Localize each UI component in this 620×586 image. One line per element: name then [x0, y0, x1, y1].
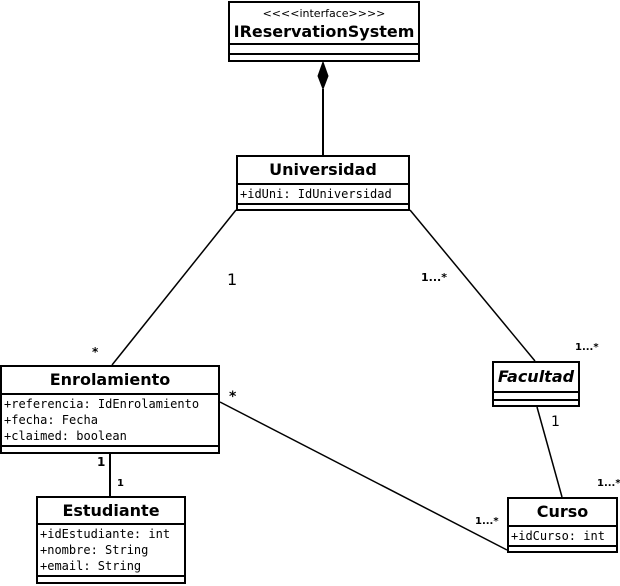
class-name: Curso [536, 502, 589, 521]
class-name: IReservationSystem [233, 22, 415, 41]
operations-compartment [38, 575, 184, 583]
class-curso[interactable]: Curso +idCurso: int [507, 497, 618, 553]
multiplicity-enrolamiento-estudiante-est: 1 [117, 478, 124, 489]
attributes-compartment [494, 391, 578, 399]
multiplicity-facultad-curso-cur: 1...* [597, 478, 620, 489]
class-universidad[interactable]: Universidad +idUni: IdUniversidad [236, 155, 410, 211]
multiplicity-universidad-facultad-uni: 1...* [421, 271, 447, 284]
class-name: Universidad [269, 160, 377, 179]
operations-compartment [2, 445, 218, 453]
interface-stereotype: <<<<interface>>>> [262, 7, 386, 20]
operations-compartment [494, 399, 578, 406]
attributes-compartment: +idEstudiante: int +nombre: String +emai… [38, 523, 184, 575]
attribute: +idUni: IdUniversidad [240, 187, 392, 201]
operations-compartment [238, 203, 408, 211]
multiplicity-universidad-facultad-fac: 1...* [575, 342, 599, 353]
class-estudiante[interactable]: Estudiante +idEstudiante: int +nombre: S… [36, 496, 186, 584]
attribute: +claimed: boolean [4, 429, 127, 443]
association-enrolamiento-curso [219, 401, 508, 551]
class-name: Facultad [497, 367, 575, 386]
class-name: Estudiante [62, 501, 160, 520]
operations-compartment [509, 545, 616, 553]
multiplicity-facultad-curso-fac: 1 [551, 414, 560, 430]
attributes-compartment [230, 43, 418, 53]
operations-compartment [230, 53, 418, 61]
attribute: +nombre: String [40, 543, 149, 557]
class-name: Enrolamiento [49, 370, 171, 389]
class-enrolamiento[interactable]: Enrolamiento +referencia: IdEnrolamiento… [0, 365, 220, 454]
attribute: +idCurso: int [511, 529, 605, 543]
attributes-compartment: +idCurso: int [509, 525, 616, 545]
association-universidad-enrolamiento [111, 209, 237, 366]
multiplicity-enrolamiento-curso-cur: 1...* [475, 516, 499, 527]
multiplicity-enrolamiento-curso-enr: * [229, 389, 237, 405]
multiplicity-universidad-enrolamiento-enr: * [92, 345, 99, 359]
attribute: +fecha: Fecha [4, 413, 98, 427]
association-facultad-curso [536, 406, 563, 498]
attributes-compartment: +referencia: IdEnrolamiento +fecha: Fech… [2, 393, 218, 445]
composition-diamond [317, 60, 329, 91]
multiplicity-universidad-enrolamiento-uni: 1 [227, 270, 238, 289]
attribute: +email: String [40, 559, 142, 573]
attribute: +idEstudiante: int [40, 527, 171, 541]
class-ireservationsystem[interactable]: <<<<interface>>>> IReservationSystem [228, 1, 420, 62]
attributes-compartment: +idUni: IdUniversidad [238, 183, 408, 203]
association-universidad-facultad [409, 209, 536, 362]
attribute: +referencia: IdEnrolamiento [4, 397, 200, 411]
class-facultad[interactable]: Facultad [492, 361, 580, 407]
multiplicity-enrolamiento-estudiante-enr: 1 [97, 455, 106, 469]
